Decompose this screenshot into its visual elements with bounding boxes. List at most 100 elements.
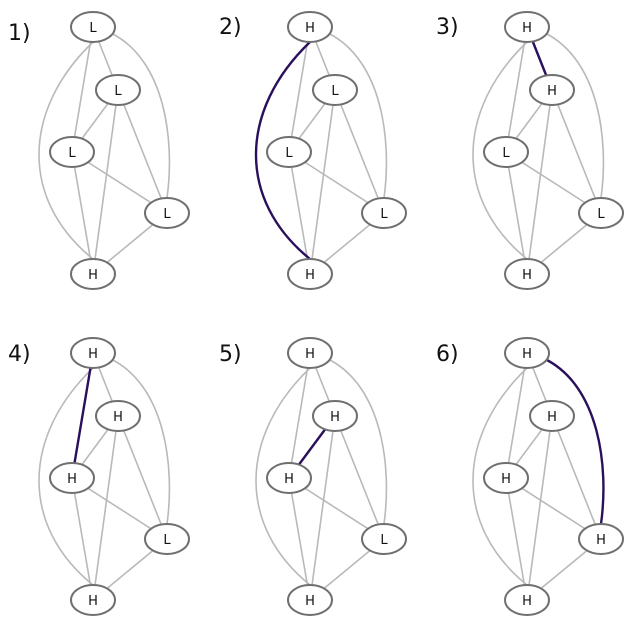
graph-node: H [70, 584, 116, 616]
node-ellipse [49, 462, 95, 494]
node-label: L [163, 533, 171, 548]
graph-node: L [144, 197, 190, 229]
edge-upperright-to-bottom [309, 415, 336, 601]
graph-node: H [287, 584, 333, 616]
graph-node: L [312, 74, 358, 106]
node-label: L [114, 84, 122, 99]
graph-node: L [144, 523, 190, 555]
edge-midleft-to-bottom [288, 477, 311, 601]
graph-node: L [49, 136, 95, 168]
highlighted-edge-top-to-midleft [70, 352, 95, 479]
panel-label: 5) [219, 342, 242, 367]
highlighted-edge-top-to-lowerright-curve [544, 357, 605, 525]
node-ellipse [287, 11, 333, 43]
node-label: H [547, 84, 557, 99]
edge-upperright-to-bottom [309, 89, 336, 275]
graph-node: L [70, 11, 116, 43]
node-label: H [522, 268, 532, 283]
edge-upperright-to-bottom [526, 89, 553, 275]
node-ellipse [504, 258, 550, 290]
node-label: H [305, 268, 315, 283]
edge-midleft-to-bottom [505, 477, 528, 601]
edge-upperright-to-lowerright [551, 415, 602, 540]
node-label: H [88, 594, 98, 609]
node-ellipse [578, 523, 624, 555]
panel-2: 2) H L L L H [219, 11, 407, 290]
node-ellipse [504, 11, 550, 43]
node-label: H [113, 410, 123, 425]
node-label: H [596, 533, 606, 548]
graph-node: H [70, 258, 116, 290]
edge-upperright-to-bottom [526, 415, 553, 601]
edge-upperright-to-lowerright [117, 89, 168, 214]
graph-node: L [483, 136, 529, 168]
node-ellipse [361, 523, 407, 555]
graph-node: H [266, 462, 312, 494]
node-ellipse [312, 74, 358, 106]
node-label: L [597, 207, 605, 222]
node-label: H [330, 410, 340, 425]
graph-node: H [95, 400, 141, 432]
panel-label: 1) [8, 21, 31, 46]
node-ellipse [529, 74, 575, 106]
node-label: L [68, 146, 76, 161]
edge-upperright-to-lowerright [334, 89, 385, 214]
graph-node: L [578, 197, 624, 229]
edge-upperright-to-lowerright [551, 89, 602, 214]
highlighted-edge-top-to-bottom-left-curve [254, 41, 311, 260]
panel-4: 4) H H H L H [8, 337, 190, 616]
node-ellipse [266, 136, 312, 168]
edge-top-to-midleft [505, 352, 528, 479]
node-ellipse [95, 400, 141, 432]
edge-top-to-lowerright-curve [327, 358, 388, 525]
panel-label: 4) [8, 342, 31, 367]
edge-top-to-bottom-left-curve [38, 41, 94, 260]
graph-node: H [70, 337, 116, 369]
panel-label: 2) [219, 15, 242, 40]
edge-top-to-lowerright-curve [327, 32, 388, 199]
node-label: L [380, 207, 388, 222]
node-label: L [380, 533, 388, 548]
node-label: L [163, 207, 171, 222]
graph-node: H [287, 337, 333, 369]
graph-node: L [361, 197, 407, 229]
node-ellipse [287, 584, 333, 616]
edge-upperright-to-bottom [92, 89, 119, 275]
node-label: H [305, 594, 315, 609]
node-label: L [331, 84, 339, 99]
edge-top-to-bottom-left-curve [472, 41, 528, 260]
node-ellipse [287, 337, 333, 369]
graph-node: H [504, 258, 550, 290]
node-label: H [522, 347, 532, 362]
node-label: H [501, 472, 511, 487]
node-label: H [522, 594, 532, 609]
graph-node: H [287, 11, 333, 43]
node-ellipse [483, 462, 529, 494]
graph-node: L [361, 523, 407, 555]
edge-top-to-lowerright-curve [544, 32, 605, 199]
graph-node: H [529, 74, 575, 106]
edge-top-to-midleft [505, 26, 528, 153]
node-label: L [502, 146, 510, 161]
node-ellipse [70, 258, 116, 290]
node-label: H [67, 472, 77, 487]
node-label: L [285, 146, 293, 161]
edge-top-to-lowerright-curve [110, 358, 171, 525]
node-label: H [522, 21, 532, 36]
node-ellipse [504, 337, 550, 369]
node-ellipse [95, 74, 141, 106]
node-label: H [305, 21, 315, 36]
node-label: H [305, 347, 315, 362]
graph-node: H [529, 400, 575, 432]
node-ellipse [70, 584, 116, 616]
graph-node: H [483, 462, 529, 494]
edge-top-to-midleft [71, 26, 94, 153]
graph-node: H [504, 337, 550, 369]
edge-midleft-to-bottom [288, 151, 311, 275]
node-ellipse [266, 462, 312, 494]
node-label: L [89, 21, 97, 36]
node-ellipse [483, 136, 529, 168]
node-label: H [547, 410, 557, 425]
node-ellipse [287, 258, 333, 290]
